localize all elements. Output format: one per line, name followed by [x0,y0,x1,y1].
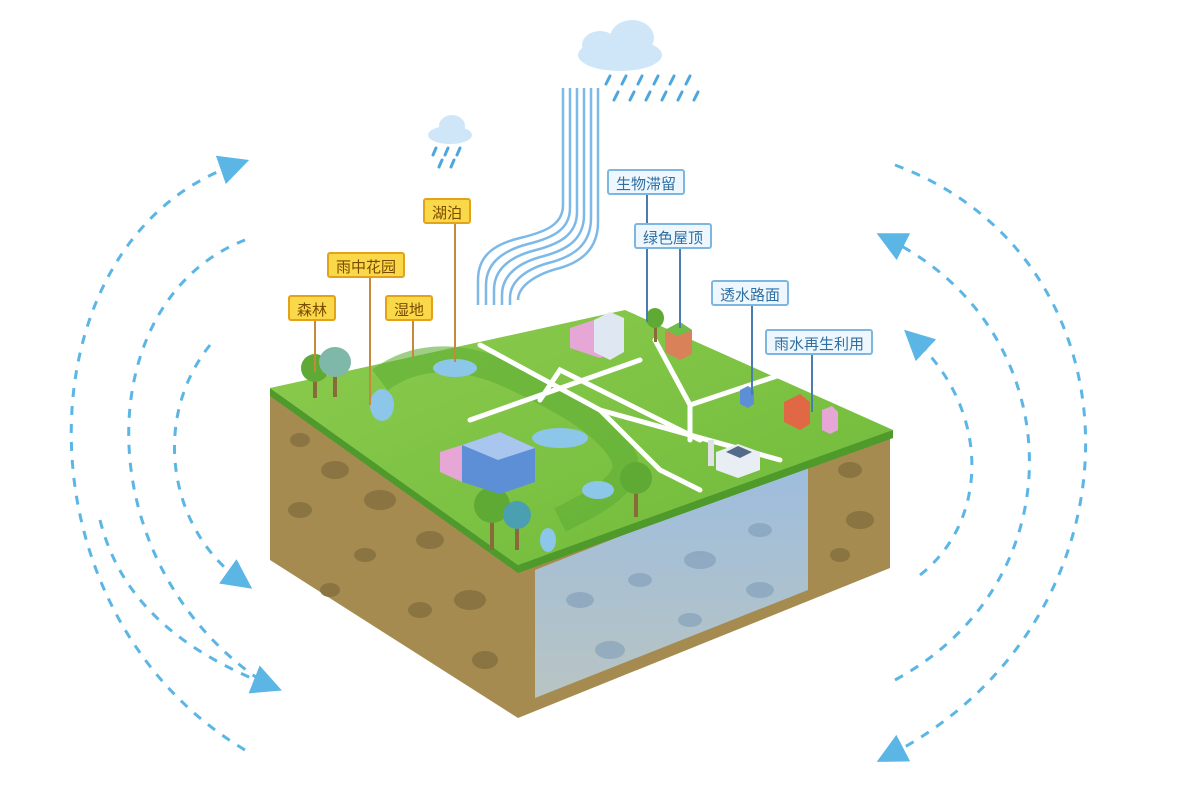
arrow-right-outer-down [876,163,1087,762]
label-bio-retention: 生物滞留 [607,169,686,195]
label-wetland: 湿地 [385,295,434,321]
small-rain-icon [431,146,462,169]
grass-edge-left [270,388,518,573]
factory-icon [708,440,760,478]
grass-top [270,310,893,573]
cloud-icon [578,20,662,71]
circulation-arrows-left [69,155,282,752]
circulation-arrows-right [876,163,1087,762]
house-icon [665,322,838,434]
rain-streams [476,88,600,305]
soil-pebbles [288,433,874,669]
arrow-left-mid-up [127,238,261,682]
grass-edge-right [518,430,893,573]
groundwater-pebbles [566,523,774,659]
arrow-right-inner-up [904,329,974,577]
groundwater-face [535,462,808,698]
label-rainwater-reuse: 雨水再生利用 [765,329,874,355]
label-green-roof: 绿色屋顶 [634,223,713,249]
label-permeable-paving: 透水路面 [711,280,790,306]
arrow-left-mid-down [98,519,282,694]
arrow-left-inner-down [173,344,253,589]
label-leader-lines [314,193,813,412]
building-icon [440,312,624,494]
rain-icon [604,74,700,102]
roads [467,337,783,493]
label-rain-garden: 雨中花园 [327,252,406,278]
water-ponds [370,359,614,552]
label-lake: 湖泊 [423,198,472,224]
small-cloud-icon [428,115,472,144]
label-forest: 森林 [288,295,337,321]
arrow-left-outer-up [69,155,250,752]
arrow-right-mid-up [876,233,1031,682]
soil-block [270,393,890,718]
